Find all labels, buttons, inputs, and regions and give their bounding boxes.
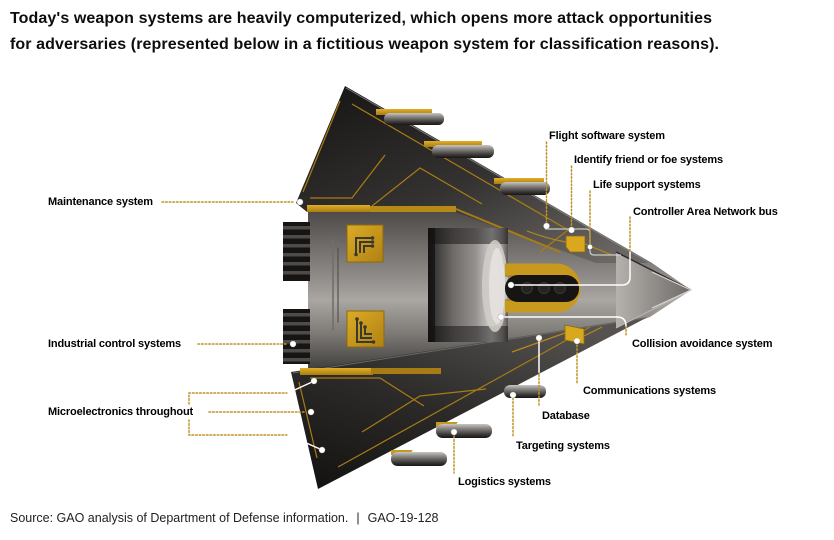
engine-intake-fins-upper — [283, 222, 310, 281]
nose-cone — [615, 251, 693, 329]
bottom-barrel-low — [391, 450, 447, 466]
label-collision-avoidance-system: Collision avoidance system — [632, 338, 773, 350]
leader-microelectronics-bracket-top — [188, 392, 289, 405]
source-text: Source: GAO analysis of Department of De… — [10, 511, 349, 525]
chip-icon-lower — [346, 310, 385, 348]
figure-title-line1: Today's weapon systems are heavily compu… — [10, 10, 713, 27]
engine-intake-fins-lower — [283, 309, 310, 364]
label-life-support-systems: Life support systems — [593, 179, 701, 191]
leader-collision-white — [502, 316, 627, 327]
label-controller-area-network-bus: Controller Area Network bus — [633, 206, 778, 218]
figure-title: Today's weapon systems are heavily compu… — [10, 6, 828, 58]
slot-bolts — [521, 282, 566, 294]
top-barrel-1 — [376, 109, 444, 125]
label-industrial-control-systems: Industrial control systems — [48, 338, 182, 350]
leader-lines — [161, 141, 631, 474]
leader-microelectronics-bracket-bottom — [188, 419, 289, 436]
endpoint-dots — [289, 198, 593, 454]
source-line: Source: GAO analysis of Department of De… — [10, 511, 438, 525]
top-barrel-2 — [424, 141, 494, 158]
label-maintenance-system: Maintenance system — [48, 196, 153, 208]
top-barrel-3 — [494, 178, 550, 195]
bottom-gold-trim — [300, 368, 441, 375]
leader-micro-top-white — [287, 381, 313, 394]
bottom-wing-circuit-traces — [298, 326, 591, 468]
can-bus-housing — [505, 263, 581, 313]
leader-can-bus-white — [514, 251, 631, 286]
label-logistics-systems: Logistics systems — [458, 476, 551, 488]
label-microelectronics-throughout: Microelectronics throughout — [48, 406, 194, 418]
label-database: Database — [542, 410, 590, 422]
label-flight-software-system: Flight software system — [549, 130, 665, 142]
bottom-wing — [291, 317, 648, 489]
aircraft-illustration — [283, 86, 693, 489]
label-communications-systems: Communications systems — [583, 385, 717, 397]
panel-lines — [332, 239, 339, 331]
label-targeting-systems: Targeting systems — [516, 440, 610, 452]
center-drum — [428, 228, 508, 342]
label-identify-friend-or-foe-systems: Identify friend or foe systems — [574, 154, 723, 166]
source-separator: | — [356, 511, 360, 525]
leader-micro-bottom-white — [287, 434, 321, 450]
chip-icon-upper — [346, 224, 384, 263]
figure-title-line2: for adversaries (represented below in a … — [10, 36, 720, 53]
report-id: GAO-19-128 — [367, 511, 439, 525]
bottom-barrel-mid — [436, 422, 492, 438]
